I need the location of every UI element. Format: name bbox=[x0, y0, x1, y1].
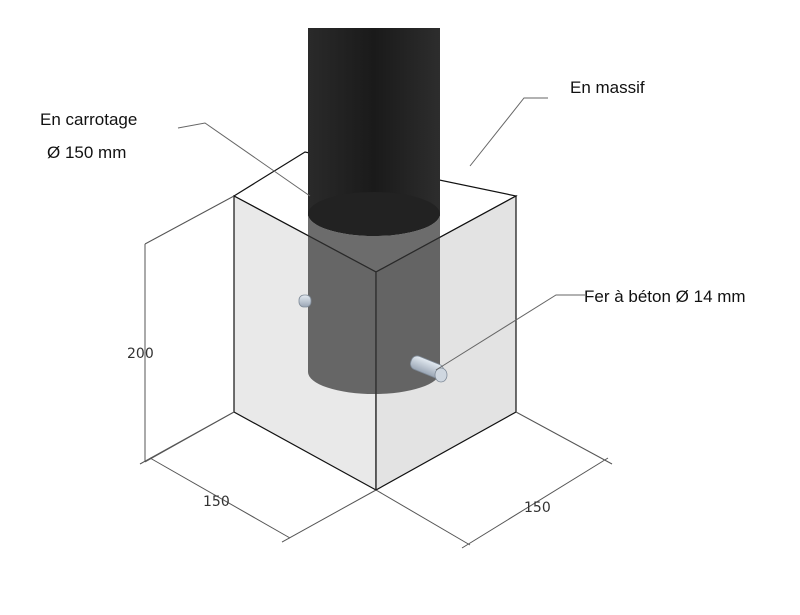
label-massif: En massif bbox=[570, 78, 645, 97]
dimension-width-right bbox=[375, 411, 613, 549]
rebar-right bbox=[410, 355, 448, 383]
dimension-width-left-value: 150 bbox=[203, 494, 230, 510]
pole-entry-rim bbox=[308, 192, 440, 236]
leader-massif bbox=[469, 97, 548, 167]
label-carrotage-line1: En carrotage bbox=[40, 110, 137, 129]
dimension-height-value: 200 bbox=[127, 346, 154, 362]
label-fer-a-beton: Fer à béton Ø 14 mm bbox=[584, 287, 746, 306]
pole-embedded bbox=[308, 214, 440, 394]
dimension-height bbox=[144, 195, 235, 463]
dimension-width-left bbox=[139, 411, 377, 543]
dimension-width-right-value: 150 bbox=[524, 500, 551, 516]
label-carrotage-line2: Ø 150 mm bbox=[47, 143, 126, 162]
pole-upper bbox=[308, 28, 440, 216]
leader-fer bbox=[435, 294, 585, 371]
rebar-left bbox=[298, 294, 312, 308]
leader-carrotage bbox=[177, 122, 311, 197]
